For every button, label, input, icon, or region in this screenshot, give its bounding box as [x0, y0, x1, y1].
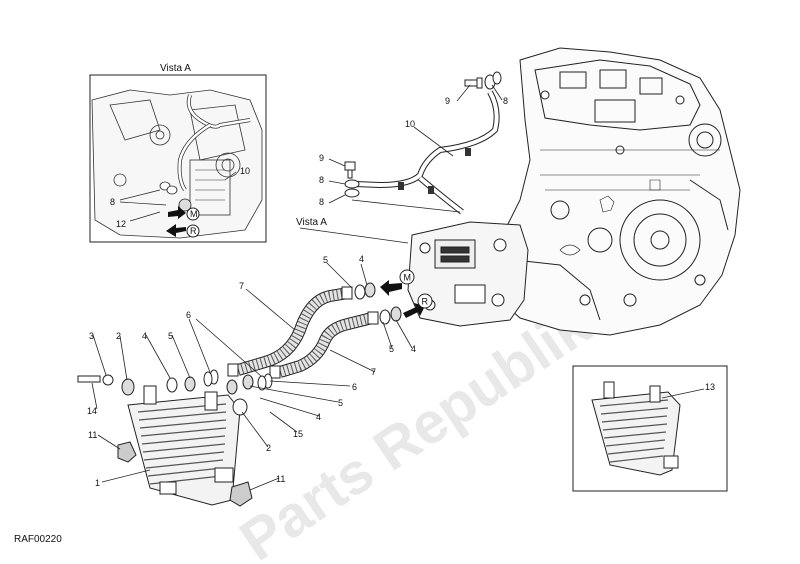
- callout-5d: 5: [338, 398, 343, 408]
- vista-a-main-label: Vista A: [296, 217, 327, 228]
- watermark: Parts Republik: [229, 292, 603, 564]
- callout-4d: 4: [316, 412, 321, 422]
- callout-11a: 11: [88, 430, 97, 440]
- callout-8c: 8: [319, 197, 324, 207]
- inset-a-title: Vista A: [160, 63, 191, 74]
- inset-vista-a: Vista A 10 8 12 M: [89, 63, 267, 243]
- callout-14: 14: [87, 406, 97, 416]
- engine-block: [491, 47, 741, 336]
- callout-8b: 8: [319, 175, 324, 185]
- oil-cooler: [127, 385, 248, 506]
- callout-2b: 2: [266, 443, 271, 453]
- callout-15: 15: [293, 429, 303, 439]
- callout-10: 10: [405, 119, 415, 129]
- callout-1: 1: [95, 478, 100, 488]
- inset-a-callout-12: 12: [116, 219, 126, 229]
- callout-6a: 6: [186, 310, 191, 320]
- arrow-m-label: M: [404, 273, 412, 283]
- inset-a-callout-10: 10: [240, 166, 250, 176]
- inset-a-callout-8: 8: [110, 197, 115, 207]
- callout-6b: 6: [352, 382, 357, 392]
- callout-11b: 11: [276, 474, 285, 484]
- oil-hoses-7: [236, 287, 374, 378]
- arrow-r-label: R: [422, 297, 429, 307]
- leader-lines: [91, 84, 503, 491]
- callout-8: 8: [503, 96, 508, 106]
- drawing-code: RAF00220: [14, 534, 62, 545]
- callout-7a: 7: [239, 281, 244, 291]
- inset-b-callout-13: 13: [705, 382, 715, 392]
- callout-4a: 4: [359, 254, 364, 264]
- callout-9b: 9: [319, 153, 324, 163]
- inset-a-r-label: R: [190, 226, 197, 236]
- callout-numbers: 9 8 10 9 8 8 5 4 7 7 5 4 3 2 4 5 6 6 5 4…: [87, 96, 508, 488]
- oil-cooler-connection-cover: [407, 221, 529, 327]
- vista-a-pointer: [299, 199, 461, 244]
- inset-a-arrow-r: [166, 224, 186, 237]
- rubber-mounts: [117, 441, 253, 507]
- callout-7b: 7: [371, 367, 376, 377]
- inset-a-arrow-m: [168, 206, 186, 219]
- inset-oil-cooler-13: 13: [572, 365, 728, 492]
- inset-a-m-label: M: [190, 209, 198, 219]
- callout-5c: 5: [168, 331, 173, 341]
- flow-arrows-main: M R: [380, 269, 433, 318]
- callout-3: 3: [89, 331, 94, 341]
- inset-a-leaders: [119, 171, 237, 222]
- callout-4b: 4: [411, 344, 416, 354]
- callout-5a: 5: [323, 255, 328, 265]
- oil-hose-10: [354, 90, 500, 215]
- callout-5b: 5: [389, 344, 394, 354]
- callout-2a: 2: [116, 331, 121, 341]
- callout-4c: 4: [142, 331, 147, 341]
- callout-9: 9: [445, 96, 450, 106]
